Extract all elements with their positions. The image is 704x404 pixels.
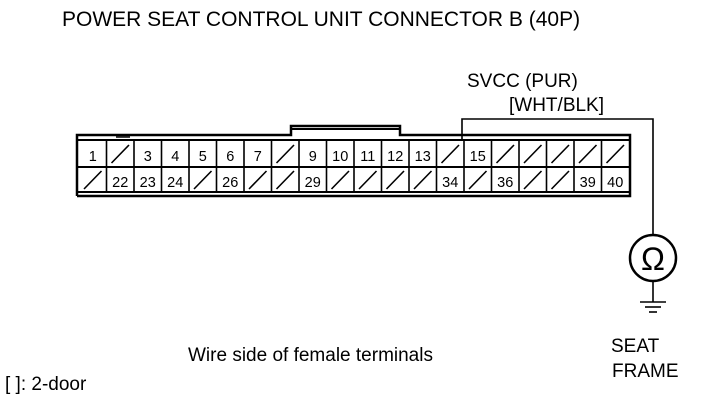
terminal-number: 4: [171, 149, 179, 165]
ohmmeter-symbol: Ω: [628, 233, 678, 283]
terminal-number: 10: [332, 149, 348, 165]
seat-frame-label-line1: SEAT: [611, 336, 660, 357]
terminal-number: 12: [387, 149, 403, 165]
empty-terminal: [600, 141, 625, 167]
terminal-number: 26: [222, 175, 238, 191]
empty-terminal: [490, 141, 515, 167]
terminal-number: 40: [607, 175, 623, 191]
terminal-12: 12: [380, 141, 403, 167]
empty-terminal: [270, 167, 295, 193]
terminal-9: 9: [298, 141, 317, 167]
terminal-36: 36: [490, 167, 513, 193]
empty-terminal: [573, 141, 598, 167]
terminal-10: 10: [325, 141, 348, 167]
terminal-23: 23: [133, 167, 156, 193]
terminal-number: 15: [470, 149, 486, 165]
terminal-number: 6: [226, 149, 234, 165]
terminal-number: 36: [497, 175, 513, 191]
ground-icon: [640, 281, 666, 313]
terminal-number: 5: [199, 149, 207, 165]
terminal-number: 22: [112, 175, 128, 191]
empty-terminal: [105, 141, 130, 167]
terminal-number: 39: [580, 175, 596, 191]
terminal-11: 11: [353, 141, 375, 167]
connector-bottom-row: 22 23 24 26 29 34 36 39 40: [83, 167, 623, 193]
wire-color-2door-label: [WHT/BLK]: [509, 95, 604, 116]
empty-terminal: [463, 167, 488, 193]
terminal-22: 22: [105, 167, 128, 193]
terminal-number: 29: [305, 175, 321, 191]
empty-terminal: [435, 141, 460, 167]
terminal-7: 7: [243, 141, 262, 167]
terminal-4: 4: [160, 141, 179, 167]
empty-terminal: [270, 141, 295, 167]
empty-terminal: [380, 167, 405, 193]
terminal-number: 24: [167, 175, 183, 191]
terminal-24: 24: [160, 167, 183, 193]
terminal-number: 1: [89, 149, 97, 165]
terminal-number: 9: [309, 149, 317, 165]
terminal-6: 6: [215, 141, 234, 167]
terminal-number: 11: [360, 149, 375, 165]
terminal-29: 29: [298, 167, 321, 193]
empty-terminal: [353, 167, 378, 193]
svcc-wire-label: SVCC (PUR): [467, 71, 578, 92]
empty-terminal: [518, 141, 543, 167]
terminal-26: 26: [215, 167, 238, 193]
empty-terminal: [545, 141, 570, 167]
terminal-40: 40: [600, 167, 623, 193]
empty-terminal: [325, 167, 350, 193]
probe-wire: [461, 118, 654, 235]
terminal-34: 34: [435, 167, 458, 193]
terminal-number: 7: [254, 149, 262, 165]
terminal-39: 39: [573, 167, 596, 193]
terminal-1: 1: [89, 149, 97, 165]
empty-terminal: [545, 167, 570, 193]
terminal-number: 34: [442, 175, 458, 191]
seat-frame-label-line2: FRAME: [612, 361, 679, 382]
terminal-15: 15: [463, 141, 486, 167]
empty-terminal: [243, 167, 268, 193]
empty-terminal: [188, 167, 213, 193]
terminal-number: 23: [140, 175, 156, 191]
ohm-icon: Ω: [641, 241, 665, 277]
terminal-5: 5: [188, 141, 207, 167]
diagram-title: POWER SEAT CONTROL UNIT CONNECTOR B (40P…: [62, 8, 580, 31]
empty-terminal: [518, 167, 543, 193]
terminal-3: 3: [133, 141, 152, 167]
terminal-number: 13: [415, 149, 431, 165]
terminal-view-caption: Wire side of female terminals: [188, 345, 433, 366]
empty-terminal: [83, 170, 103, 190]
terminal-number: 3: [144, 149, 152, 165]
legend-note: [ ]: 2-door: [5, 374, 87, 395]
empty-terminal: [408, 167, 433, 193]
terminal-13: 13: [408, 141, 431, 167]
